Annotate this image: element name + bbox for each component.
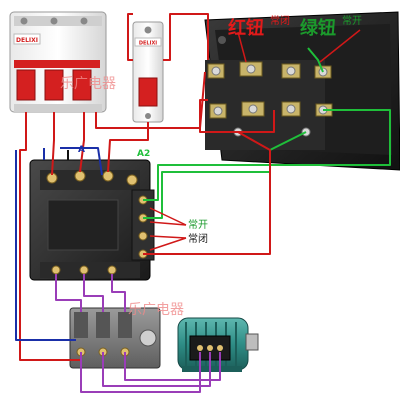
wire-red-6 [127,13,133,61]
watermark-bottom: 乐广电器 [128,302,184,318]
red-button-label: 红钮 [228,17,264,39]
wire-red-7 [163,13,209,61]
aux-nc-label: 常闭 [188,232,208,245]
push-button-box [204,11,400,171]
terminal-a-label: A [78,145,85,155]
wire-red-5 [107,122,149,173]
thermal-relay [69,307,161,369]
breaker-brand: DELIXI [16,37,38,44]
aux-no-label: 常开 [188,218,208,231]
green-button-label: 绿钮 [300,17,336,39]
three-pole-breaker: DELIXI [9,11,107,113]
wire-green-3 [307,47,324,73]
wire-purple-5 [83,274,104,312]
terminal-a2-label: A2 [137,149,150,159]
wire-purple-2 [102,352,211,387]
wires [15,13,391,393]
wire-purple-1 [80,352,201,393]
motor [177,317,259,372]
wire-purple-3 [124,352,221,381]
wire-red-1 [19,112,80,361]
wire-purple-6 [111,274,126,312]
wire-red-2 [51,112,55,176]
wire-blue-1 [15,150,76,341]
wire-green-2 [143,131,307,219]
wire-blue-2 [60,147,103,176]
aux-pointers [149,207,187,251]
green-no-label: 常开 [342,14,362,27]
contactor [29,159,155,281]
red-nc-label: 常闭 [270,14,290,27]
wire-red-3 [79,112,85,173]
single-breaker-brand: DELIXI [139,41,157,47]
wire-green-1 [143,109,391,201]
wire-purple-4 [55,274,82,312]
wire-red-aux [143,131,271,255]
wire-red-8 [199,99,275,133]
single-pole-breaker: DELIXI [132,21,164,123]
watermark-top: 乐广电器 [60,76,116,92]
button-pointers [237,29,361,63]
